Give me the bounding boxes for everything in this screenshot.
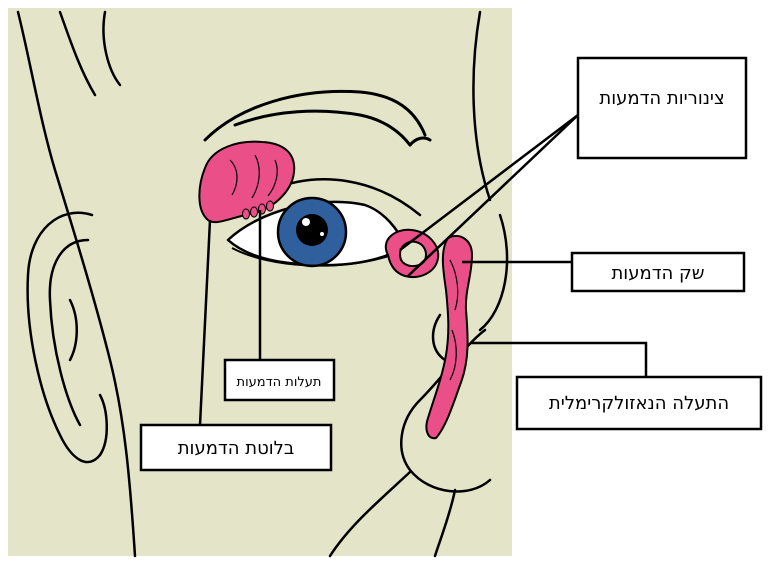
lacrimal-gland-shape: [198, 140, 296, 224]
label-tear-canals-text: תעלות הדמעות: [237, 375, 322, 390]
eye-highlight-small: [320, 232, 324, 236]
ear: [26, 211, 108, 464]
label-lacrimal-sac-text: שק הדמעות: [611, 263, 704, 284]
face-outline: [16, 10, 509, 558]
leader-lines: [198, 114, 648, 426]
label-nasolacrimal-duct-text: התעלה הנאזולקרימלית: [549, 393, 729, 414]
label-tear-canals: תעלות הדמעות: [223, 358, 336, 402]
label-lacrimal-gland-text: בלוטת הדמעות: [178, 438, 295, 459]
eye: [226, 196, 407, 268]
label-lacrimal-ducts-text: צינוריות הדמעות: [599, 88, 724, 109]
label-lacrimal-ducts: צינוריות הדמעות: [576, 56, 748, 160]
pupil: [296, 214, 328, 246]
nasolacrimal-duct-shape: [425, 235, 474, 440]
eye-highlight: [302, 218, 310, 226]
label-nasolacrimal-duct: התעלה הנאזולקרימלית: [515, 375, 763, 431]
eyebrow: [203, 89, 432, 147]
label-lacrimal-gland: בלוטת הדמעות: [139, 423, 333, 472]
label-lacrimal-sac: שק הדמעות: [570, 251, 746, 293]
